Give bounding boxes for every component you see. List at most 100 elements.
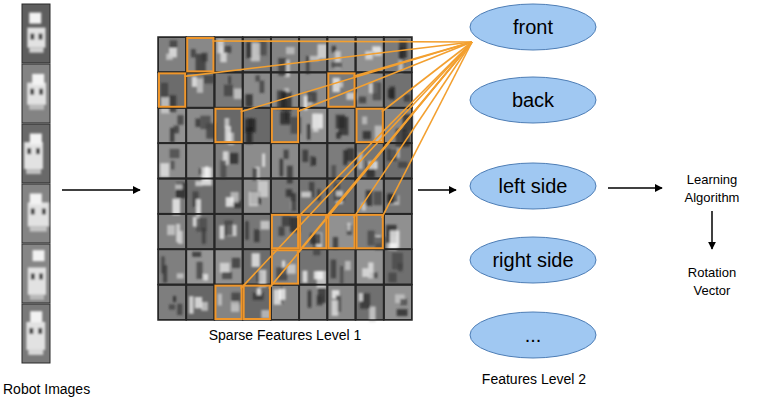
feature-patch: [328, 38, 354, 71]
patch-stroke: [308, 290, 312, 307]
patch-stroke: [362, 268, 368, 277]
feature-patch: [215, 38, 241, 71]
diagram-label: Sparse Features Level 1: [209, 326, 362, 345]
patch-stroke: [246, 94, 253, 107]
patch-border: [214, 249, 242, 284]
robot-detail: [30, 34, 34, 40]
patch-stroke: [219, 225, 224, 239]
patch-border: [186, 179, 214, 214]
ellipse-shape: [470, 237, 596, 283]
patch-stroke: [258, 181, 268, 197]
patch-border: [158, 108, 186, 143]
diagram-label: Rotation Vector: [681, 264, 743, 300]
patch-border: [327, 285, 355, 320]
patch-stroke: [169, 95, 176, 112]
patch-border: [384, 249, 412, 284]
patch-border: [299, 143, 327, 178]
robot-image-frame: [22, 184, 50, 243]
patch-stroke: [172, 199, 180, 215]
feature-patch: [328, 250, 354, 283]
robot-base: [26, 169, 41, 174]
patch-stroke: [347, 223, 350, 231]
patch-border: [327, 108, 355, 143]
robot-detail: [29, 328, 33, 334]
patch-stroke: [224, 220, 232, 235]
ellipse-shape: [470, 77, 596, 123]
patch-border: [384, 143, 412, 178]
patch-stroke: [218, 294, 222, 306]
patch-border: [243, 214, 271, 249]
ellipse-shape: [470, 163, 596, 209]
patch-border: [186, 214, 214, 249]
patch-border: [299, 179, 327, 214]
patch-stroke: [280, 159, 284, 177]
patch-stroke: [220, 263, 230, 273]
patch-stroke: [175, 184, 182, 189]
patch-border: [299, 214, 327, 249]
patch-stroke: [306, 56, 310, 74]
patch-stroke: [347, 148, 355, 161]
feature-patch: [272, 144, 298, 177]
patch-stroke: [280, 112, 290, 125]
diagram-label: Robot Images: [3, 380, 90, 398]
feature-patch: [215, 250, 241, 283]
robot-shape: [27, 74, 46, 110]
feature-link-line: [297, 42, 472, 218]
robot-base: [28, 350, 43, 355]
robot-body: [28, 202, 49, 226]
patch-border: [243, 249, 271, 284]
patch-stroke: [388, 273, 396, 283]
patch-stroke: [170, 40, 178, 47]
robot-shape: [28, 250, 46, 300]
feature-patch: [187, 250, 213, 283]
patch-stroke: [331, 260, 337, 279]
feature-patch: [215, 73, 241, 106]
patch-stroke: [257, 288, 261, 295]
patch-border: [186, 143, 214, 178]
node-text: left side: [499, 175, 568, 198]
patch-stroke: [246, 127, 252, 143]
patch-stroke: [389, 86, 394, 99]
patch-stroke: [195, 119, 200, 127]
feature-patch: [300, 109, 326, 142]
flow-arrow: [418, 189, 456, 191]
patch-border: [243, 108, 271, 143]
robot-base: [29, 48, 43, 53]
feature-patch: [385, 180, 411, 213]
robot-head: [33, 250, 45, 261]
patch-border: [214, 285, 242, 320]
patch-border: [384, 285, 412, 320]
patch-stroke: [340, 266, 343, 284]
highlight-box: [272, 250, 298, 283]
patch-stroke: [192, 77, 197, 87]
patch-stroke: [373, 82, 382, 100]
robot-detail: [39, 34, 43, 40]
highlight-box: [328, 215, 354, 248]
patch-stroke: [200, 116, 210, 129]
robot-detail: [31, 208, 35, 214]
ellipse-shape: [470, 4, 596, 50]
patch-stroke: [225, 118, 230, 128]
patch-stroke: [345, 261, 351, 270]
patch-stroke: [176, 183, 186, 198]
patch-border: [158, 179, 186, 214]
patch-border: [356, 249, 384, 284]
patch-stroke: [173, 296, 176, 302]
highlight-box: [244, 286, 270, 319]
patch-stroke: [223, 46, 231, 53]
patch-stroke: [362, 117, 367, 125]
patch-stroke: [174, 126, 179, 134]
feature-patch: [159, 144, 185, 177]
patch-stroke: [359, 97, 367, 104]
feature-patch: [272, 250, 298, 283]
patch-stroke: [177, 304, 182, 315]
feature-highlights: [159, 38, 472, 319]
node-text: front: [513, 16, 553, 39]
patch-stroke: [161, 83, 168, 98]
highlight-box: [272, 109, 298, 142]
patch-stroke: [282, 216, 291, 226]
patch-border: [214, 179, 242, 214]
feature-patch: [187, 73, 213, 106]
